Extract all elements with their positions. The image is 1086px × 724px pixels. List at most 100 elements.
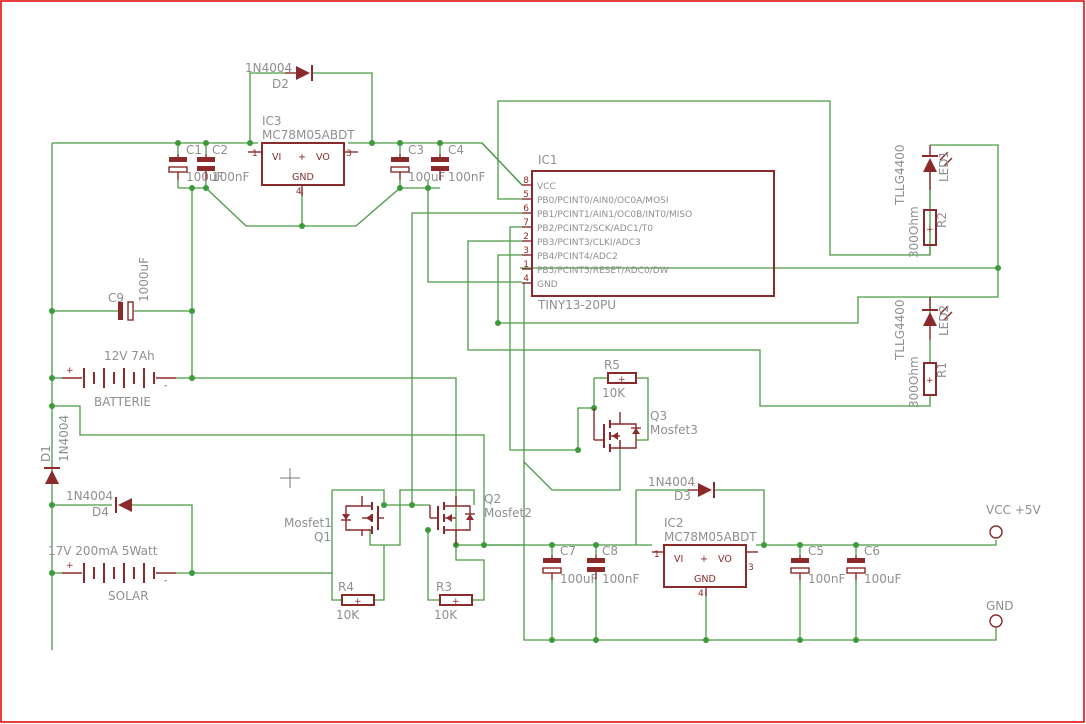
solar-value: 17V 200mA 5Watt <box>48 544 158 558</box>
d3-value: 1N4004 <box>648 475 695 489</box>
ic3-vo-label: VO <box>316 152 330 163</box>
diode-d1: D1 1N4004 <box>39 415 71 484</box>
battery-value: 12V 7Ah <box>104 349 155 363</box>
battery-name: BATTERIE <box>94 395 151 409</box>
r5-name: R5 <box>604 358 620 372</box>
ic1-pin-label: VCC <box>537 182 556 192</box>
wires <box>51 72 999 650</box>
c1-value: 100uF <box>186 170 224 184</box>
terminal-gnd[interactable]: GND <box>986 599 1014 628</box>
ic2-name: IC2 <box>664 516 684 530</box>
c8-value: 100nF <box>602 572 640 586</box>
ic1-pin-label: PB2/PCINT2/SCK/ADC1/T0 <box>537 224 653 234</box>
mosfet-q3: Q3 Mosfet3 <box>593 408 698 452</box>
ic1-pin-label: PB5/PCINT5/RESET/ADC0/DW <box>537 266 669 276</box>
diode-d3: 1N4004 D3 <box>648 475 715 503</box>
ic1-pin-label: PB1/PCINT1/AIN1/OC0B/INT0/MISO <box>537 210 692 220</box>
r1-value: 300Ohm <box>907 356 921 408</box>
c4-value: 100nF <box>448 170 486 184</box>
d4-name: D4 <box>92 505 109 519</box>
resistor-r5: + R5 10K <box>602 358 637 400</box>
ic1-pin-number: 7 <box>523 218 529 228</box>
mosfet-q2: Q2 Mosfet2 <box>429 492 532 545</box>
q1-value: Mosfet1 <box>284 516 332 530</box>
c8-name: C8 <box>602 544 618 558</box>
ic3-pin3: 3 <box>346 149 352 159</box>
r2-name: R2 <box>935 212 949 228</box>
ic1-pin-label: PB3/PCINT3/CLKI/ADC3 <box>537 238 641 248</box>
q3-name: Q3 <box>650 409 667 423</box>
solar-plus: + <box>66 561 74 571</box>
ic1-pin-number: 4 <box>523 274 529 284</box>
c6-name: C6 <box>864 544 880 558</box>
ic1-pin-number: 2 <box>523 232 529 242</box>
q2-value: Mosfet2 <box>484 506 532 520</box>
c3-name: C3 <box>408 143 424 157</box>
ic3-plus: + <box>298 152 306 163</box>
d4-value: 1N4004 <box>66 489 113 503</box>
ic1-value: TINY13-20PU <box>537 298 616 312</box>
regulator-ic3: VI + VO GND 1 3 4 IC3 MC78M05ABDT <box>248 114 358 197</box>
solar-panel: + - 17V 200mA 5Watt SOLAR <box>48 544 176 603</box>
capacitor-c9: C9 1000uF <box>108 257 151 321</box>
capacitor-c2: C2 100nF <box>197 143 250 184</box>
r1-name: R1 <box>935 362 949 378</box>
ic3-gnd-label: GND <box>292 172 314 183</box>
r1-marker: + <box>926 376 934 386</box>
ic1-pin-number: 3 <box>523 246 529 256</box>
ic2-pin1: 1 <box>654 550 660 560</box>
r3-value: 10K <box>434 608 458 622</box>
c9-name: C9 <box>108 291 124 305</box>
led2-name: LED2 <box>937 305 951 336</box>
d3-name: D3 <box>674 489 691 503</box>
r2-value: 300Ohm <box>907 206 921 258</box>
c7-value: 100uF <box>560 572 598 586</box>
led2-value: TLLG4400 <box>893 299 907 361</box>
d2-name: D2 <box>272 77 289 91</box>
ic2-pin3: 3 <box>748 563 754 573</box>
solar-minus: - <box>164 576 167 586</box>
gnd-label: GND <box>986 599 1014 613</box>
regulator-ic2: VI + VO GND 1 3 4 IC2 MC78M05ABDT <box>652 516 758 599</box>
vcc-label: VCC +5V <box>986 503 1041 517</box>
ic1-pin-number: 6 <box>523 204 529 214</box>
c2-value: 100nF <box>212 170 250 184</box>
ic1-pin-label: PB0/PCINT0/AIN0/OC0A/MOSI <box>537 196 669 206</box>
r3-name: R3 <box>436 580 452 594</box>
capacitor-c8: C8 100nF <box>587 544 640 586</box>
d2-value: 1N4004 <box>245 61 292 75</box>
led1-name: LED1 <box>937 151 951 182</box>
ic1-pin-number: 8 <box>523 176 529 186</box>
d1-name: D1 <box>39 445 53 462</box>
c5-name: C5 <box>808 544 824 558</box>
led-led2: TLLG4400 LED2 <box>893 297 953 361</box>
ic3-pin4: 4 <box>296 187 302 197</box>
capacitor-c6: C6 100uF <box>846 544 902 586</box>
led1-value: TLLG4400 <box>893 144 907 206</box>
c2-name: C2 <box>212 143 228 157</box>
ic2-plus: + <box>700 554 708 565</box>
r4-value: 10K <box>336 608 360 622</box>
capacitor-c1: C1 100uF <box>168 143 224 184</box>
r5-marker: + <box>618 375 626 385</box>
diode-d4: 1N4004 D4 <box>66 489 132 519</box>
resistor-r4: + R4 10K <box>336 580 375 622</box>
q2-name: Q2 <box>484 492 501 506</box>
ic1-pin-label: PB4/PCINT4/ADC2 <box>537 252 618 262</box>
q3-value: Mosfet3 <box>650 423 698 437</box>
c3-value: 100uF <box>408 170 446 184</box>
ic1-pin-label: GND <box>537 280 558 290</box>
terminal-vcc[interactable]: VCC +5V <box>986 503 1041 539</box>
ic2-vi-label: VI <box>674 554 683 565</box>
ic1-name: IC1 <box>538 153 558 167</box>
ic2-gnd-label: GND <box>694 574 716 585</box>
r2-marker: + <box>926 225 934 235</box>
ic1-pin-number: 5 <box>523 190 529 200</box>
ic3-value: MC78M05ABDT <box>262 128 355 142</box>
mosfet-q1: Mosfet1 Q1 <box>284 496 384 544</box>
ic3-name: IC3 <box>262 114 282 128</box>
